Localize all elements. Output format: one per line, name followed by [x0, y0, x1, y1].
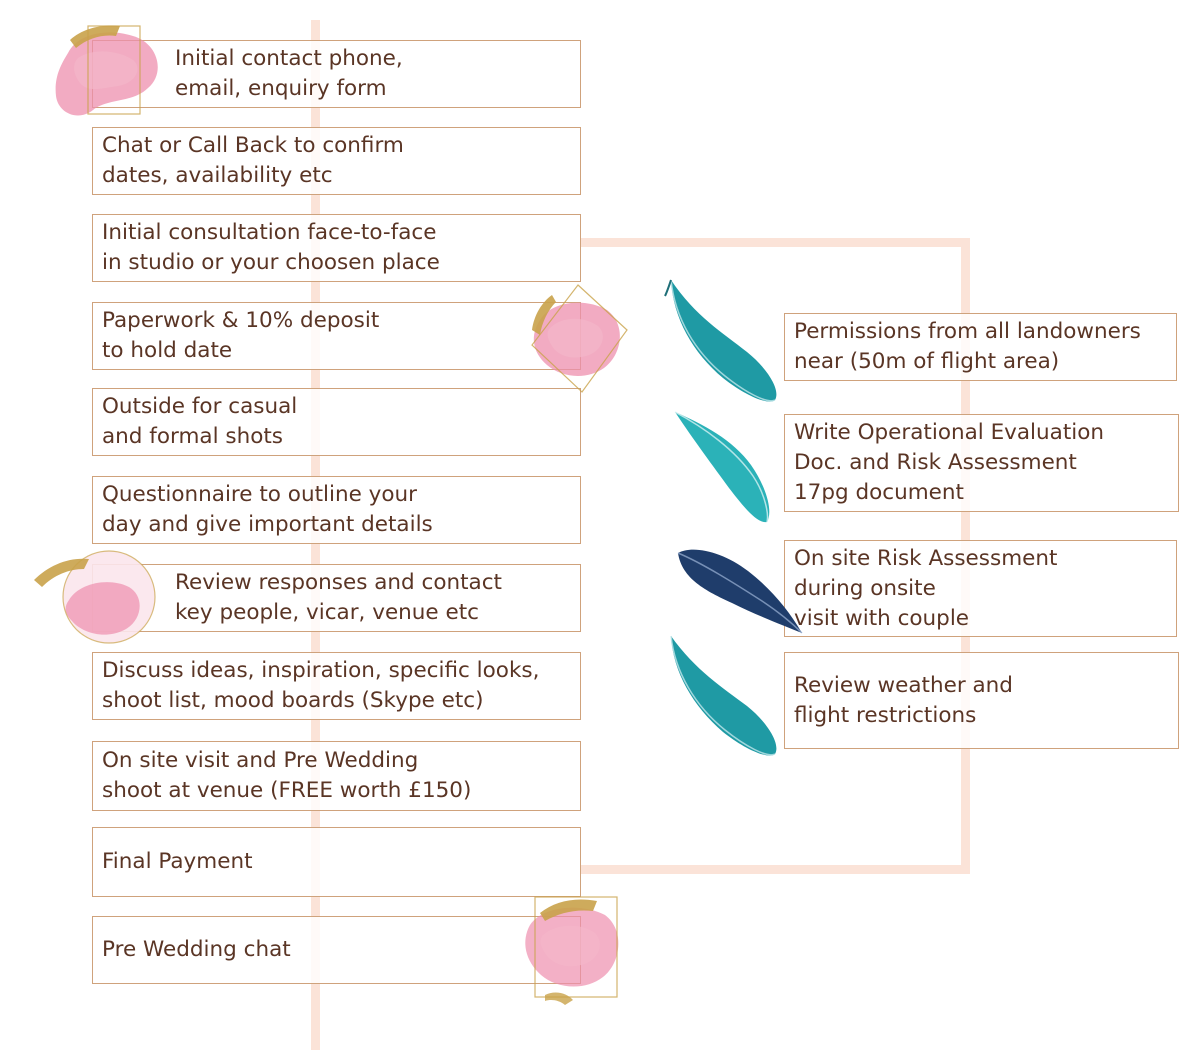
- step-text: Outside for casual and formal shots: [102, 394, 298, 449]
- drone-step-box-weather: Review weather and flight restrictions: [784, 652, 1179, 749]
- right-bracket-top: [580, 238, 970, 247]
- step-box-pre-wedding-chat: Pre Wedding chat: [92, 916, 581, 984]
- step-text: Review responses and contact key people,…: [175, 570, 502, 625]
- drone-step-text: Write Operational Evaluation Doc. and Ri…: [794, 420, 1105, 505]
- step-box-paperwork-deposit: Paperwork & 10% deposit to hold date: [92, 302, 581, 370]
- step-text: Pre Wedding chat: [102, 937, 291, 962]
- step-text: Paperwork & 10% deposit to hold date: [102, 308, 380, 363]
- step-text: Initial consultation face-to-face in stu…: [102, 220, 440, 275]
- watercolor-splash-icon: [525, 896, 619, 1005]
- step-box-initial-contact: Initial contact phone, email, enquiry fo…: [92, 40, 581, 108]
- teal-feather-icon: [674, 411, 770, 523]
- watercolor-splash-icon: [55, 25, 158, 116]
- teal-feather-icon: [670, 635, 777, 756]
- step-box-final-payment: Final Payment: [92, 827, 581, 897]
- step-box-questionnaire: Questionnaire to outline your day and gi…: [92, 476, 581, 544]
- navy-feather-icon: [677, 549, 803, 634]
- step-box-outside-shots: Outside for casual and formal shots: [92, 388, 581, 456]
- step-box-chat-call-back: Chat or Call Back to confirm dates, avai…: [92, 127, 581, 195]
- step-box-initial-consultation: Initial consultation face-to-face in stu…: [92, 214, 581, 282]
- step-text: Discuss ideas, inspiration, specific loo…: [102, 658, 540, 713]
- drone-step-text: Permissions from all landowners near (50…: [794, 319, 1141, 374]
- watercolor-splash-icon: [531, 284, 628, 393]
- drone-step-text: Review weather and flight restrictions: [794, 672, 1013, 728]
- step-text: Initial contact phone, email, enquiry fo…: [175, 46, 403, 101]
- step-text: Final Payment: [102, 849, 253, 874]
- step-text: On site visit and Pre Wedding shoot at v…: [102, 748, 472, 803]
- drone-step-text: On site Risk Assessment during onsite vi…: [794, 545, 1058, 631]
- drone-step-box-onsite-risk-assessment: On site Risk Assessment during onsite vi…: [784, 540, 1177, 637]
- step-text: Questionnaire to outline your day and gi…: [102, 482, 433, 537]
- right-bracket-bottom: [580, 865, 970, 874]
- watercolor-splash-icon: [34, 550, 156, 644]
- step-box-site-visit: On site visit and Pre Wedding shoot at v…: [92, 741, 581, 811]
- step-box-discuss-ideas: Discuss ideas, inspiration, specific loo…: [92, 652, 581, 720]
- drone-step-box-permissions: Permissions from all landowners near (50…: [784, 313, 1177, 381]
- step-text: Chat or Call Back to confirm dates, avai…: [102, 133, 404, 188]
- teal-feather-icon: [664, 279, 777, 402]
- drone-step-box-operational-evaluation: Write Operational Evaluation Doc. and Ri…: [784, 414, 1179, 512]
- step-box-review-responses: Review responses and contact key people,…: [92, 564, 581, 632]
